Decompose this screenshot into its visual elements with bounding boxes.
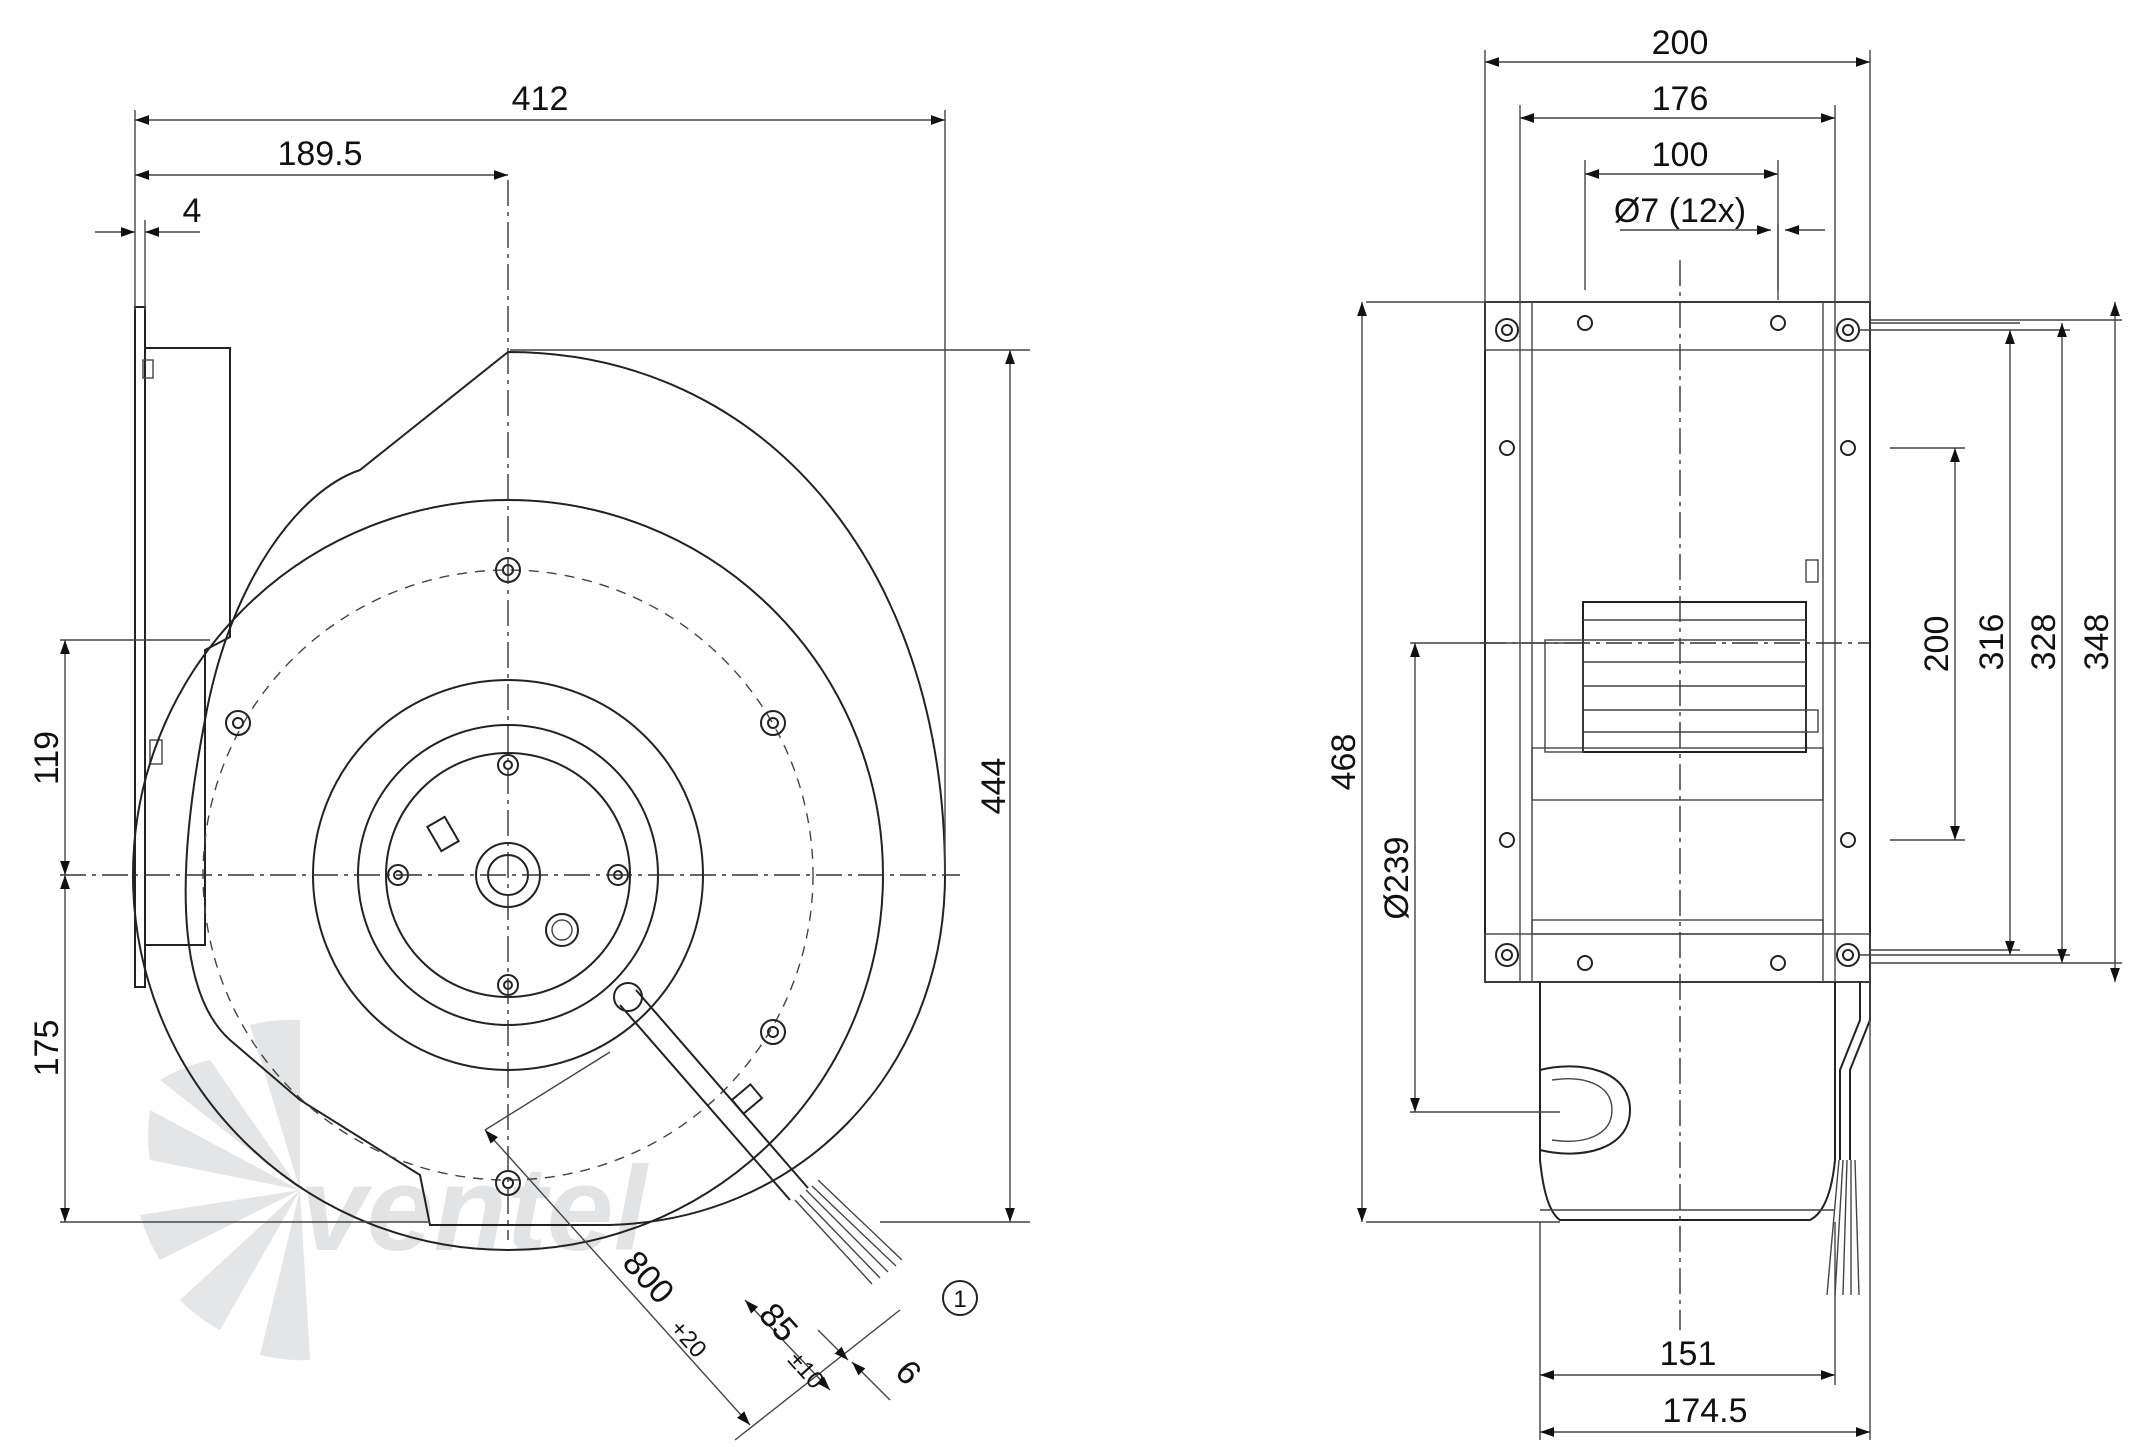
housing-lower [1539, 982, 1836, 1221]
dim-4: 4 [183, 192, 202, 230]
side-housing [145, 347, 231, 946]
side-tab-top [142, 359, 154, 379]
right-view: 200 176 100 Ø7 (12x) 468 Ø239 200 316 32… [1325, 24, 2122, 1440]
dim-85-tol: ±10 [782, 1347, 829, 1395]
dim-189-5: 189.5 [277, 135, 362, 173]
callout-number: 1 [953, 1286, 966, 1313]
frame-bottom-bar [1484, 933, 1871, 983]
dim-holes: Ø7 (12x) [1614, 192, 1746, 230]
motor-block [1582, 601, 1807, 753]
dim-200-vert: 200 [1918, 616, 1956, 673]
cable-right [1839, 982, 1871, 1160]
dim-119: 119 [28, 731, 66, 785]
inlet-cone [1539, 1065, 1632, 1155]
dim-412: 412 [512, 80, 569, 118]
cable [613, 982, 903, 1285]
dim-151: 151 [1660, 1335, 1717, 1373]
dim-176: 176 [1652, 80, 1709, 118]
dim-316: 316 [1973, 614, 2011, 671]
mounting-holes [1495, 315, 1860, 971]
dim-175: 175 [28, 1020, 66, 1077]
motor-terminal [545, 913, 579, 947]
dim-468: 468 [1325, 734, 1363, 791]
dim-348: 348 [2078, 614, 2116, 671]
dim-444: 444 [975, 758, 1013, 815]
dim-174-5: 174.5 [1662, 1392, 1747, 1430]
dim-200-top: 200 [1652, 24, 1709, 62]
dim-100: 100 [1652, 136, 1709, 174]
dim-85: 85 [751, 1296, 805, 1350]
frame-right-rail [1822, 301, 1836, 983]
dim-dia-239: Ø239 [1378, 836, 1416, 919]
flange-plate [134, 306, 146, 988]
frame-outer [1484, 301, 1871, 983]
watermark-text: ventel [300, 1142, 649, 1276]
side-tab-bottom [149, 739, 163, 765]
callout-circle [942, 1280, 978, 1316]
frame-top-bar [1484, 301, 1871, 351]
dim-328: 328 [2025, 614, 2063, 671]
dim-6: 6 [888, 1353, 929, 1392]
left-view: 412 189.5 4 444 119 175 800 +20 85 ±10 [28, 80, 1030, 1441]
frame-mid-bar [1531, 747, 1824, 801]
watermark-logo: ventel [140, 1019, 649, 1361]
frame-left-rail [1519, 301, 1533, 983]
dim-800-tol: +20 [664, 1315, 711, 1363]
